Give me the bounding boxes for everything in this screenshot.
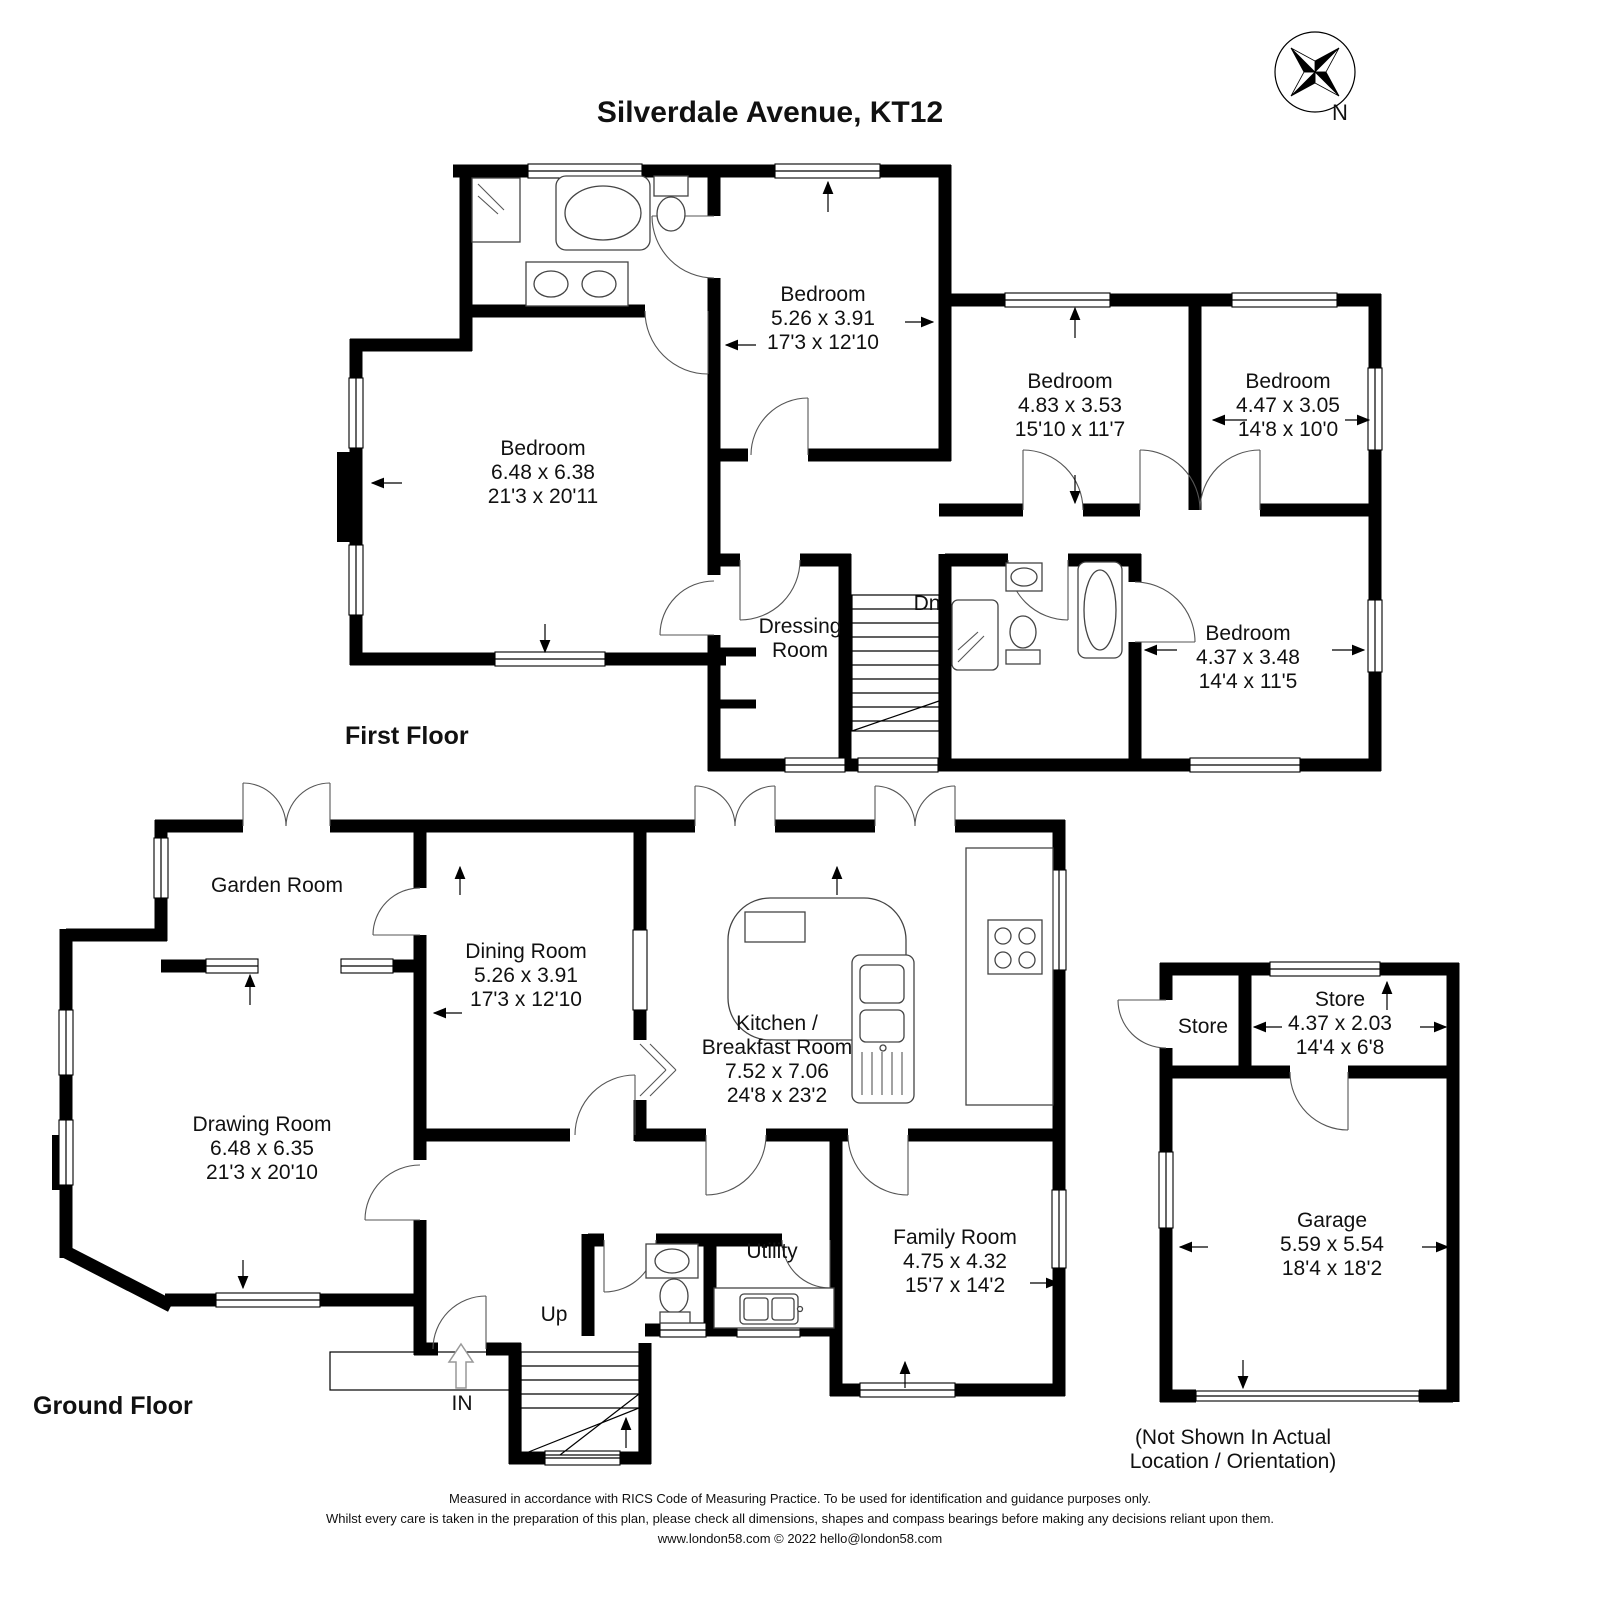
first-floor-doors xyxy=(644,215,1261,643)
first-floor-arrows xyxy=(370,180,1371,656)
room-label-store-large: Store 4.37 x 2.03 14'4 x 6'8 xyxy=(1288,988,1392,1059)
ensuite-fixtures xyxy=(471,175,689,307)
compass-north-label: N xyxy=(1332,100,1348,125)
room-label-dining-room: Dining Room 5.26 x 3.91 17'3 x 12'10 xyxy=(465,940,587,1011)
room-label-bedroom-master: Bedroom 6.48 x 6.38 21'3 x 20'11 xyxy=(487,437,599,508)
kitchen-counter xyxy=(965,847,1054,1106)
first-floor-label: First Floor xyxy=(345,722,469,750)
shower xyxy=(471,177,521,243)
room-label-garden-room: Garden Room xyxy=(211,874,343,897)
entrance-label: IN xyxy=(451,1392,473,1415)
disclaimer-line1: Measured in accordance with RICS Code of… xyxy=(449,1491,1151,1506)
room-label-bedroom-right1: Bedroom 4.83 x 3.53 15'10 x 11'7 xyxy=(1014,370,1126,441)
room-label-bedroom-top: Bedroom 5.26 x 3.91 17'3 x 12'10 xyxy=(767,283,879,354)
first-floor-windows xyxy=(348,163,1383,773)
chimney-breast xyxy=(337,452,350,542)
ground-floor-doors xyxy=(242,782,1349,1350)
room-label-garage: Garage 5.59 x 5.54 18'4 x 18'2 xyxy=(1280,1209,1384,1280)
page-title: Silverdale Avenue, KT12 xyxy=(596,96,944,129)
disclaimer-footer: Measured in accordance with RICS Code of… xyxy=(326,1489,1274,1549)
room-label-bedroom-right2: Bedroom 4.47 x 3.05 14'8 x 10'0 xyxy=(1236,370,1340,441)
ground-floor-label: Ground Floor xyxy=(33,1392,193,1420)
wc-toilet-cistern xyxy=(659,1311,691,1324)
stairs-up xyxy=(329,1351,640,1456)
room-label-drawing-room: Drawing Room 6.48 x 6.35 21'3 x 20'10 xyxy=(192,1113,332,1184)
toilet-bowl xyxy=(1009,615,1037,649)
room-label-family-room: Family Room 4.75 x 4.32 15'7 x 14'2 xyxy=(893,1226,1017,1297)
room-label-store-small: Store xyxy=(1177,1015,1229,1038)
room-label-dressing-room: Dressing Room xyxy=(758,615,842,662)
stairs-down xyxy=(851,594,940,732)
wc-toilet-bowl xyxy=(659,1278,689,1314)
hob xyxy=(987,919,1043,975)
room-label-utility: Utility xyxy=(746,1240,798,1263)
serving-hatch xyxy=(632,929,648,1011)
wc-basin xyxy=(654,1248,690,1274)
compass-icon xyxy=(1274,31,1356,113)
room-label-bedroom-bottom: Bedroom 4.37 x 3.48 14'4 x 11'5 xyxy=(1196,622,1300,693)
room-label-kitchen: Kitchen / Breakfast Room 7.52 x 7.06 24'… xyxy=(701,1012,853,1107)
ground-floor-arrows xyxy=(237,865,1450,1448)
garage-note: (Not Shown In Actual Location / Orientat… xyxy=(1129,1426,1337,1473)
entrance-in-arrow xyxy=(447,1342,475,1389)
stairs-down-label: Dn xyxy=(913,592,941,615)
toilet-cistern xyxy=(653,175,689,197)
disclaimer-line2: Whilst every care is taken in the prepar… xyxy=(325,1511,1275,1526)
ground-floor-windows xyxy=(58,837,1381,1466)
bathroom-fixtures xyxy=(951,561,1123,671)
wc-utility-fixtures xyxy=(645,1243,835,1329)
toilet-cistern xyxy=(1005,649,1041,665)
kitchen-fixtures xyxy=(727,847,1054,1106)
toilet-bowl xyxy=(656,196,686,232)
footer-contact: www.london58.com © 2022 hello@london58.c… xyxy=(657,1531,943,1546)
stairs-up-label: Up xyxy=(540,1303,568,1326)
